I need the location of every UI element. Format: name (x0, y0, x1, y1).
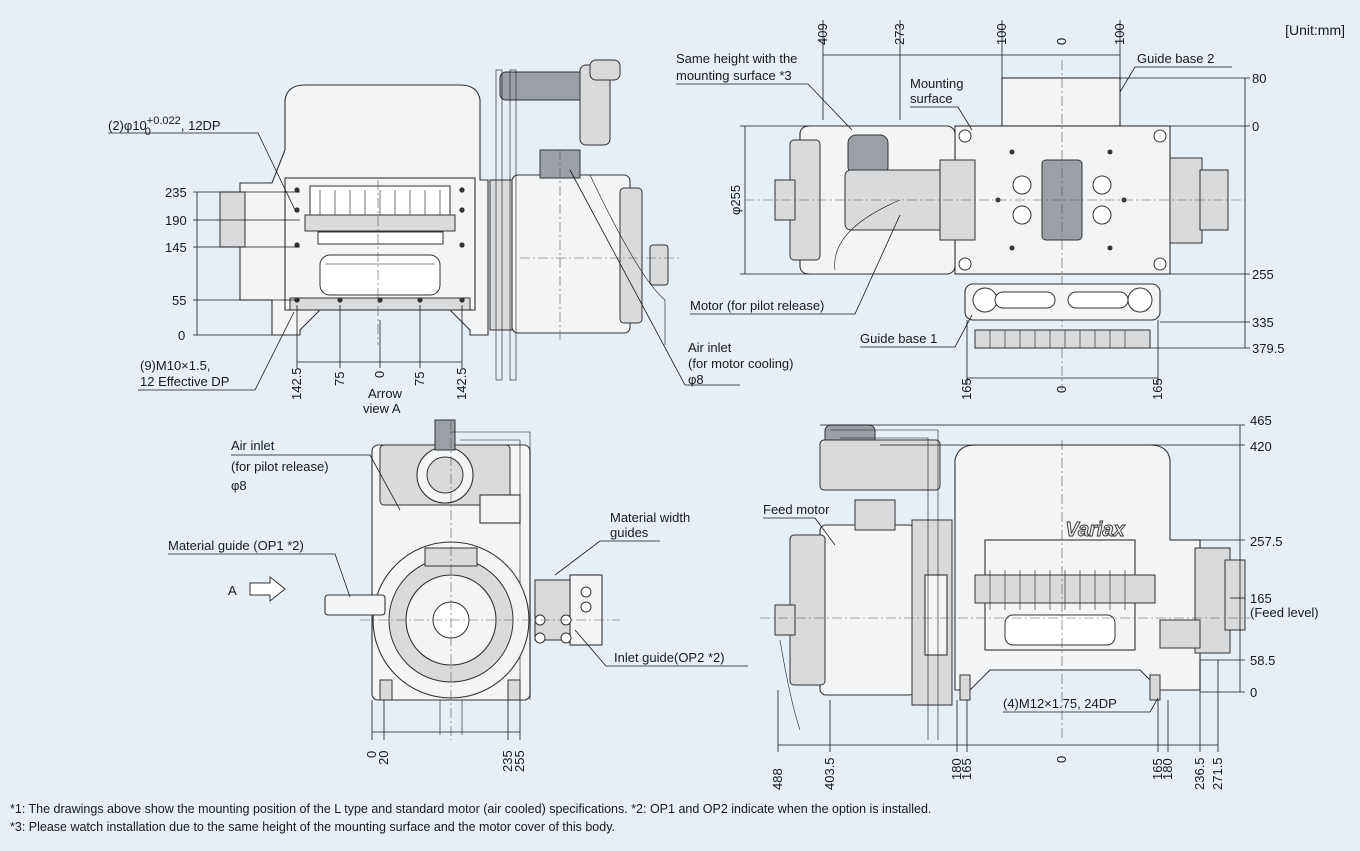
footnotes: *1: The drawings above show the mounting… (10, 800, 1350, 836)
dim-235: 235 (165, 185, 187, 200)
dim-273: 273 (892, 23, 907, 45)
dim-0: 0 (178, 328, 185, 343)
inlet-guide-label: Inlet guide(OP2 *2) (614, 650, 725, 665)
footnote-1: *1: The drawings above show the mounting… (10, 802, 932, 816)
mounting-surface-1: Mounting (910, 76, 963, 91)
dim-465: 465 (1250, 413, 1272, 428)
dim-257-5: 257.5 (1250, 534, 1283, 549)
thread-callout-br: (4)M12×1.75, 24DP (1003, 696, 1117, 711)
dim-403-5: 403.5 (822, 757, 837, 790)
material-width-1: Material width (610, 510, 690, 525)
same-height-1: Same height with the (676, 51, 797, 66)
dim-0-br: 0 (1250, 685, 1257, 700)
dim-190: 190 (165, 213, 187, 228)
unit-label: [Unit:mm] (1285, 22, 1345, 38)
dim-58-5: 58.5 (1250, 653, 1275, 668)
dim-488: 488 (770, 768, 785, 790)
dim-271-5: 271.5 (1210, 757, 1225, 790)
dim-0-bottom: 0 (1054, 386, 1069, 393)
dim-142-5-right: 142.5 (454, 367, 469, 400)
bottom-left-view: Air inlet (for pilot release) φ8 Materia… (168, 419, 748, 772)
feed-level-label: (Feed level) (1250, 605, 1319, 620)
dim-0-br-center: 0 (1054, 756, 1069, 763)
dim-80: 80 (1252, 71, 1266, 86)
dim-236-5: 236.5 (1192, 757, 1207, 790)
thread-callout-line2: 12 Effective DP (140, 374, 229, 389)
guide-base-1-label: Guide base 1 (860, 331, 937, 346)
dim-55: 55 (172, 293, 186, 308)
dim-409: 409 (815, 23, 830, 45)
dim-100-left: 100 (994, 23, 1009, 45)
dim-75-right: 75 (412, 372, 427, 386)
thread-callout-line1: (9)M10×1.5, (140, 358, 210, 373)
dim-0-top: 0 (1054, 38, 1069, 45)
dim-165-feed: 165 (1250, 591, 1272, 606)
mounting-surface-2: surface (910, 91, 953, 106)
footnote-2: *3: Please watch installation due to the… (10, 820, 615, 834)
top-right-view: 409 273 100 0 100 Same height with the m… (676, 20, 1285, 400)
air-inlet-motor-3: φ8 (688, 372, 704, 387)
motor-pilot-label: Motor (for pilot release) (690, 298, 824, 313)
dim-20-bl: 20 (376, 751, 391, 765)
air-inlet-pilot-3: φ8 (231, 478, 247, 493)
dim-0-center: 0 (372, 371, 387, 378)
dim-255: 255 (1252, 267, 1274, 282)
same-height-2: mounting surface *3 (676, 68, 792, 83)
dim-420: 420 (1250, 439, 1272, 454)
feed-motor-label: Feed motor (763, 502, 830, 517)
dim-142-5-left: 142.5 (289, 367, 304, 400)
dim-255-bl: 255 (512, 750, 527, 772)
dim-180-right: 180 (1160, 758, 1175, 780)
dim-165-left: 165 (959, 378, 974, 400)
dim-0-bl: 0 (364, 751, 379, 758)
arrow-view-label-2: view A (363, 401, 401, 416)
dim-145: 145 (165, 240, 187, 255)
dim-335: 335 (1252, 315, 1274, 330)
dim-phi255: φ255 (728, 185, 743, 215)
dim-180-left: 180 (949, 758, 964, 780)
dim-75-left: 75 (332, 372, 347, 386)
air-inlet-motor-1: Air inlet (688, 340, 732, 355)
dim-235-bl: 235 (500, 750, 515, 772)
air-inlet-pilot-2: (for pilot release) (231, 459, 329, 474)
dim-165-br-right: 165 (1150, 758, 1165, 780)
dim-165-right: 165 (1150, 378, 1165, 400)
material-width-2: guides (610, 525, 649, 540)
bottom-right-view: Variax Feed motor 465 420 257.5 165 (Fee… (760, 413, 1319, 790)
arrow-a-label: A (228, 583, 237, 598)
arrow-view-label-1: Arrow (368, 386, 403, 401)
arrow-a-icon (249, 575, 286, 603)
dim-379-5: 379.5 (1252, 341, 1285, 356)
brand-logo: Variax (1065, 519, 1125, 541)
dim-165-br-left: 165 (959, 758, 974, 780)
air-inlet-motor-2: (for motor cooling) (688, 356, 793, 371)
air-inlet-pilot-1: Air inlet (231, 438, 275, 453)
guide-base-2-label: Guide base 2 (1137, 51, 1214, 66)
material-guide-label: Material guide (OP1 *2) (168, 538, 304, 553)
dim-0-right: 0 (1252, 119, 1259, 134)
dim-100-right: 100 (1112, 23, 1127, 45)
